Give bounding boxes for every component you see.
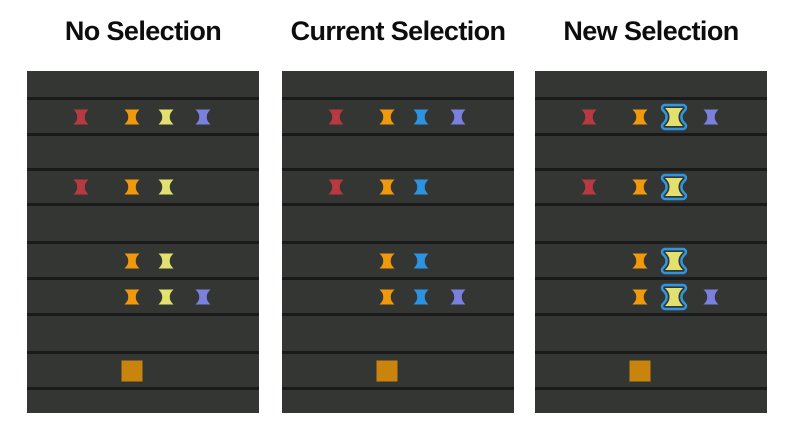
timeline-row (535, 100, 767, 136)
timeline-row (535, 206, 767, 244)
timeline-row (27, 354, 259, 390)
keyframe-icon-red[interactable] (72, 108, 91, 125)
timeline-row (27, 390, 259, 413)
layer-marker-icon[interactable] (376, 360, 398, 381)
keyframe-icon-red[interactable] (580, 179, 599, 196)
timeline-row (535, 316, 767, 354)
timeline-row (27, 316, 259, 354)
layer-marker-icon[interactable] (121, 360, 143, 381)
timeline-row (535, 280, 767, 316)
panel-title-new-selection: New Selection (563, 16, 739, 46)
keyframe-icon-orange[interactable] (378, 179, 397, 196)
keyframe-icon-orange[interactable] (631, 288, 650, 305)
timeline-row (282, 280, 514, 316)
keyframe-icon-yellow[interactable] (157, 179, 176, 196)
timeline-row (282, 206, 514, 244)
panel-title-current-selection: Current Selection (290, 16, 506, 46)
timeline-row (282, 136, 514, 171)
timeline-row (282, 244, 514, 280)
keyframe-icon-yellow[interactable] (157, 252, 176, 269)
keyframe-icon-blue[interactable] (702, 288, 721, 305)
keyframe-icon-selected[interactable] (412, 179, 431, 196)
keyframe-icon-blue[interactable] (449, 288, 468, 305)
keyframe-icon-orange[interactable] (378, 288, 397, 305)
keyframe-icon-selected[interactable] (412, 288, 431, 305)
timeline-row (27, 244, 259, 280)
keyframe-icon-orange[interactable] (378, 108, 397, 125)
timeline-row (282, 354, 514, 390)
keyframe-icon-selected[interactable] (412, 252, 431, 269)
timeline-row (282, 316, 514, 354)
timeline-row (535, 171, 767, 206)
keyframe-icon-blue[interactable] (194, 108, 213, 125)
timeline-row (27, 206, 259, 244)
timeline-row (282, 100, 514, 136)
timeline-row (27, 171, 259, 206)
timeline-row (535, 136, 767, 171)
keyframe-icon-blue[interactable] (194, 288, 213, 305)
keyframe-icon-yellow[interactable] (157, 288, 176, 305)
keyframe-icon-blue[interactable] (702, 108, 721, 125)
keyframe-icon-red[interactable] (327, 108, 346, 125)
keyframe-icon-red[interactable] (327, 179, 346, 196)
timeline-row (27, 100, 259, 136)
keyframe-icon-orange[interactable] (123, 108, 142, 125)
keyframe-icon-orange[interactable] (378, 252, 397, 269)
keyframe-icon-new-selection-yellow[interactable] (660, 283, 688, 310)
keyframe-icon-new-selection-yellow[interactable] (660, 247, 688, 274)
timeline-panel-current-selection (282, 71, 514, 413)
keyframe-icon-selected[interactable] (412, 108, 431, 125)
keyframe-icon-red[interactable] (580, 108, 599, 125)
keyframe-icon-new-selection-yellow[interactable] (660, 173, 688, 201)
layer-marker-icon[interactable] (629, 360, 651, 381)
timeline-row (27, 280, 259, 316)
keyframe-icon-yellow[interactable] (157, 108, 176, 125)
keyframe-icon-orange[interactable] (123, 179, 142, 196)
timeline-panel-no-selection (27, 71, 259, 413)
keyframe-icon-new-selection-yellow[interactable] (660, 103, 688, 130)
timeline-row (27, 71, 259, 100)
keyframe-icon-orange[interactable] (631, 108, 650, 125)
timeline-row (282, 71, 514, 100)
timeline-panel-new-selection (535, 71, 767, 413)
timeline-row (535, 354, 767, 390)
keyframe-icon-red[interactable] (72, 179, 91, 196)
keyframe-icon-orange[interactable] (123, 288, 142, 305)
keyframe-icon-orange[interactable] (123, 252, 142, 269)
panel-title-no-selection: No Selection (64, 16, 222, 46)
timeline-row (535, 244, 767, 280)
timeline-row (282, 171, 514, 206)
timeline-row (282, 390, 514, 413)
timeline-row (535, 390, 767, 413)
timeline-row (535, 71, 767, 100)
keyframe-icon-blue[interactable] (449, 108, 468, 125)
timeline-row (27, 136, 259, 171)
keyframe-icon-orange[interactable] (631, 252, 650, 269)
keyframe-icon-orange[interactable] (631, 179, 650, 196)
